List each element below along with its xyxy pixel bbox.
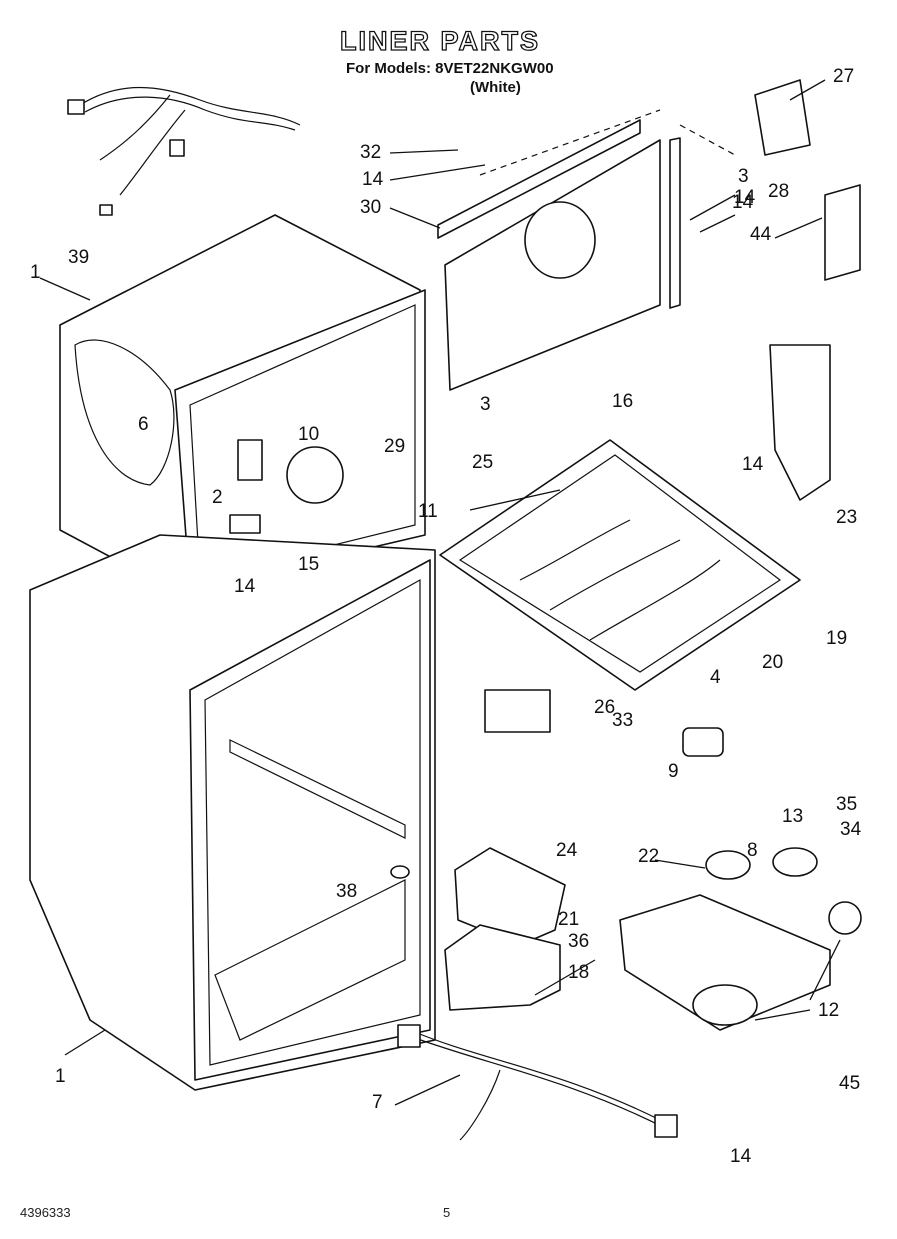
- callout-13: 13: [782, 806, 803, 827]
- callout-1: 1: [55, 1066, 66, 1087]
- callout-14: 14: [732, 192, 754, 213]
- wire-harness-lower: [397, 1024, 678, 1141]
- callout-10: 10: [298, 424, 319, 445]
- page-title: LINER PARTS: [339, 25, 541, 56]
- wire-harness-upper: [67, 86, 301, 216]
- callout-36: 36: [568, 931, 589, 952]
- callout-3: 3: [480, 394, 491, 415]
- callout-labels: 1123346789101112131414141414141516181920…: [30, 66, 862, 1167]
- air-duct-parts: [444, 79, 861, 1011]
- callout-34: 34: [840, 819, 862, 840]
- callout-38: 38: [336, 881, 357, 902]
- page-number: 5: [443, 1205, 451, 1220]
- color-line: (White): [470, 79, 521, 96]
- callout-39: 39: [68, 247, 89, 268]
- callout-32: 32: [360, 142, 381, 163]
- callout-7: 7: [372, 1092, 383, 1113]
- callout-22: 22: [638, 846, 659, 867]
- callout-24: 24: [556, 840, 578, 861]
- callout-1: 1: [30, 262, 41, 283]
- callout-11: 11: [418, 501, 438, 522]
- callout-14: 14: [734, 187, 756, 208]
- callout-4: 4: [710, 667, 721, 688]
- callout-8: 8: [747, 840, 758, 861]
- callout-9: 9: [668, 761, 679, 782]
- callout-3: 3: [738, 166, 749, 187]
- callout-14: 14: [234, 576, 256, 597]
- callout-2: 2: [212, 487, 223, 508]
- callout-26: 26: [594, 697, 615, 718]
- evaporator-cover: [437, 109, 736, 391]
- fresh-food-liner: [29, 534, 436, 1091]
- callout-6: 6: [138, 414, 149, 435]
- control-housing: [484, 689, 862, 1031]
- crisper-cover: [439, 439, 801, 691]
- callout-15: 15: [298, 554, 319, 575]
- callout-19: 19: [826, 628, 847, 649]
- callout-20: 20: [762, 652, 783, 673]
- callout-44: 44: [750, 224, 772, 245]
- doc-number: 4396333: [20, 1205, 71, 1220]
- leader-lines: [39, 79, 841, 1106]
- callout-14: 14: [730, 1146, 752, 1167]
- callout-29: 29: [384, 436, 405, 457]
- callout-18: 18: [568, 962, 589, 983]
- callout-28: 28: [768, 181, 789, 202]
- callout-27: 27: [833, 66, 854, 87]
- callout-33: 33: [612, 710, 633, 731]
- callout-16: 16: [612, 391, 633, 412]
- callout-14: 14: [742, 454, 764, 475]
- callout-14: 14: [362, 169, 384, 190]
- freezer-liner: [59, 214, 426, 611]
- callout-23: 23: [836, 507, 857, 528]
- callout-45: 45: [839, 1073, 860, 1094]
- callout-30: 30: [360, 197, 381, 218]
- models-line: For Models: 8VET22NKGW00: [346, 60, 554, 77]
- callout-25: 25: [472, 452, 493, 473]
- callout-35: 35: [836, 794, 857, 815]
- callout-12: 12: [818, 1000, 839, 1021]
- callout-21: 21: [558, 909, 579, 930]
